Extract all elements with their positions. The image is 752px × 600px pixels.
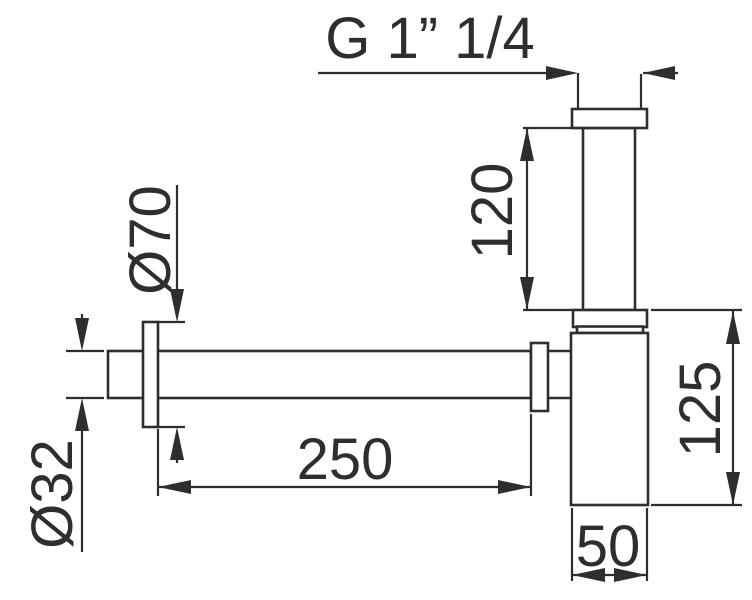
dim-50-arrow-left-icon <box>572 568 605 582</box>
dim-50-label: 50 <box>576 514 641 579</box>
inlet-nut <box>529 341 550 413</box>
dim-120-arrow-up-icon <box>520 128 534 161</box>
part-outline <box>106 107 650 507</box>
dim-32-arrow-up-icon <box>75 398 89 431</box>
thread-arrow-right-icon <box>546 66 578 80</box>
dim-250-arrow-right-icon <box>498 480 531 494</box>
dim-thread-size: G 1” 1/4 <box>318 6 678 109</box>
dim-250-arrow-left-icon <box>158 480 191 494</box>
dim-70-arrow-up-icon <box>170 427 184 460</box>
dim-125-arrow-down-icon <box>726 472 740 505</box>
dim-pipe-diameter: Ø32 <box>20 314 104 552</box>
body-nut <box>571 308 649 329</box>
dim-50-arrow-right-icon <box>614 568 647 582</box>
dim-120-arrow-down-icon <box>520 277 534 310</box>
dim-body-height: 125 <box>651 308 742 507</box>
wall-flange <box>141 320 160 429</box>
dim-250-label: 250 <box>297 427 394 492</box>
dim-flange-diameter: Ø70 <box>118 185 185 463</box>
dim-horizontal-pipe-length: 250 <box>156 414 533 496</box>
dim-32-label: Ø32 <box>20 439 85 549</box>
dim-125-arrow-up-icon <box>726 311 740 344</box>
thread-size-label: G 1” 1/4 <box>325 6 535 71</box>
trap-body <box>569 331 650 507</box>
horizontal-pipe <box>106 349 533 400</box>
dim-125-label: 125 <box>668 361 733 458</box>
top-fitting <box>570 107 649 130</box>
vertical-pipe <box>581 126 637 312</box>
dim-vertical-pipe-length: 120 <box>460 126 583 312</box>
dim-70-arrow-down-icon <box>170 289 184 322</box>
dim-32-arrow-down-icon <box>75 318 89 351</box>
thread-arrow-left-icon <box>643 66 675 80</box>
dim-70-label: Ø70 <box>118 185 183 295</box>
dim-body-width: 50 <box>570 508 649 582</box>
dim-120-label: 120 <box>460 163 525 260</box>
